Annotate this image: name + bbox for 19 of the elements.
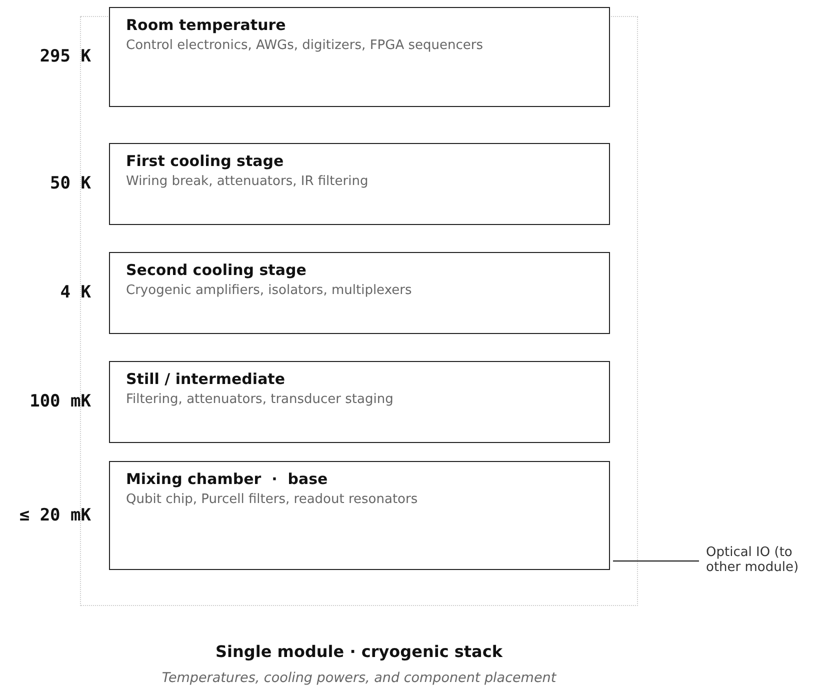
annotation-text: Optical IO (to other module): [706, 545, 826, 575]
stage-title: Still / intermediate: [126, 369, 286, 389]
leader-line: [613, 560, 699, 562]
temperature-label: 100 mK: [30, 390, 91, 414]
temperature-label: 295 K: [40, 45, 91, 68]
stage-title: Mixing chamber · base: [126, 469, 329, 489]
temperature-label: 50 K: [50, 172, 91, 196]
temperature-label: 4 K: [60, 281, 91, 304]
diagram-title: Single module · cryogenic stack: [214, 641, 504, 663]
stage-title: Room temperature: [126, 15, 287, 35]
temperature-label: ≤ 20 mK: [19, 504, 91, 527]
stage-description: Filtering, attenuators, transducer staging: [126, 391, 394, 409]
stage-title: Second cooling stage: [126, 260, 308, 280]
stage-description: Wiring break, attenuators, IR filtering: [126, 173, 370, 191]
stage-description: Control electronics, AWGs, digitizers, FPGA sequencers: [126, 37, 484, 55]
stage-description: Cryogenic amplifiers, isolators, multiplexers: [126, 282, 413, 300]
stage-description: Qubit chip, Purcell filters, readout resonators: [126, 491, 419, 509]
stage-title: First cooling stage: [126, 151, 285, 171]
diagram-caption: Temperatures, cooling powers, and component placement: [160, 669, 558, 688]
